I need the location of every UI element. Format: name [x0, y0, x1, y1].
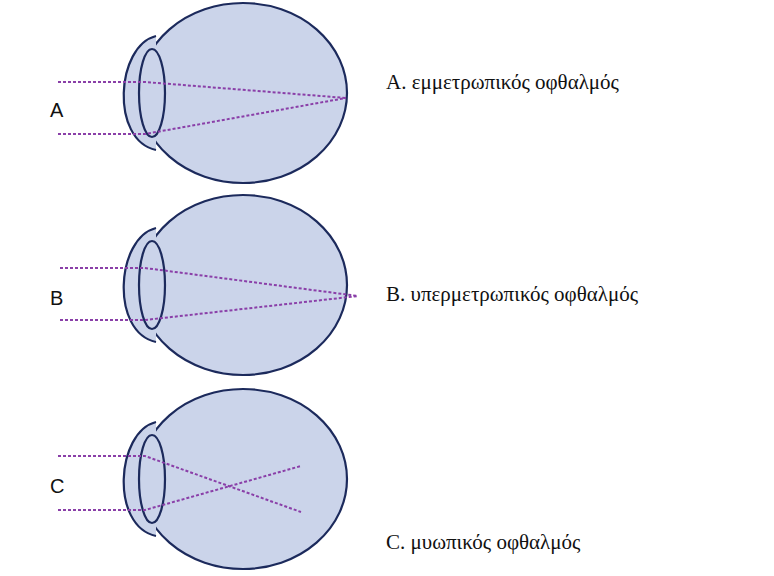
myopic-eye: [58, 389, 347, 569]
hyperopic-eye: [60, 195, 358, 375]
eye-caption: C. μυωπικός οφθαλμός: [386, 530, 580, 555]
eye-caption: B. υπερμετρωπικός οφθαλμός: [386, 282, 638, 307]
eye-letter: C: [50, 474, 64, 498]
eye-letter: B: [50, 286, 63, 310]
eye-letter: A: [50, 98, 63, 122]
eye-caption: A. εμμετρωπικός οφθαλμός: [386, 70, 619, 95]
emmetropic-eye: [58, 3, 347, 183]
